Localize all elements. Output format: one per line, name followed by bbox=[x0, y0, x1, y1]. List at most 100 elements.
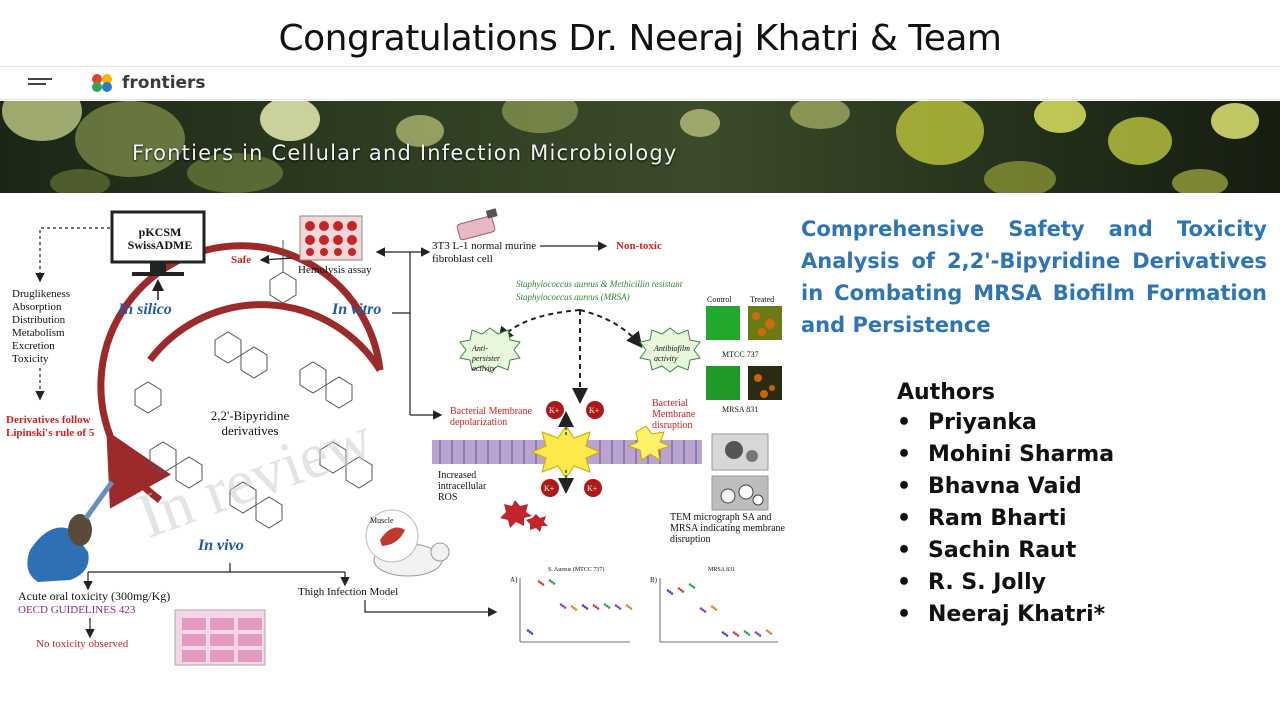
scatter-point bbox=[732, 631, 736, 634]
author-item: Sachin Raut bbox=[897, 535, 1114, 567]
scatter-point bbox=[721, 631, 725, 634]
graphical-abstract-drawing: In review bbox=[27, 208, 782, 666]
scatter-point bbox=[765, 629, 769, 632]
scatter-point bbox=[723, 632, 727, 636]
chart-a-title: S. Aureus (MTCC 737) bbox=[548, 567, 605, 573]
scatter-point bbox=[725, 634, 729, 637]
scatter-point bbox=[629, 607, 633, 610]
frontiers-wordmark: frontiers bbox=[122, 73, 206, 93]
menu-icon[interactable] bbox=[28, 78, 52, 90]
mrsa-831-label: MRSA 831 bbox=[722, 405, 759, 414]
hemolysis-label: Hemolysis assay bbox=[298, 264, 372, 276]
authors-heading: Authors bbox=[897, 380, 995, 405]
non-toxic-label: Non-toxic bbox=[616, 240, 662, 252]
thigh-model-label: Thigh Infection Model bbox=[298, 586, 399, 598]
scatter-point bbox=[710, 605, 714, 608]
scatter-point bbox=[537, 580, 541, 583]
scatter-point bbox=[745, 631, 749, 635]
scatter-point bbox=[541, 583, 545, 586]
scatter-point bbox=[677, 587, 681, 590]
treated-label: Treated bbox=[750, 295, 775, 304]
graphical-abstract: In review bbox=[0, 200, 800, 670]
scatter-point bbox=[583, 605, 587, 609]
scatter-point bbox=[585, 607, 589, 610]
scatter-point bbox=[550, 580, 554, 584]
scatter-point bbox=[607, 606, 611, 609]
disruption-label: Bacterial Membrane disruption bbox=[652, 398, 696, 431]
adme-list: Druglikeness Absorption Distribution Met… bbox=[12, 288, 71, 365]
scatter-point bbox=[703, 610, 707, 613]
scatter-point bbox=[690, 584, 694, 588]
antibiofilm-burst bbox=[639, 327, 701, 373]
control-micrograph-mrsa bbox=[706, 366, 740, 400]
mouse-icon bbox=[68, 514, 92, 546]
authors-section: Authors Priyanka Mohini Sharma Bhavna Va… bbox=[897, 380, 1114, 631]
treated-micrograph-mtcc bbox=[748, 306, 782, 340]
scatter-point bbox=[552, 582, 556, 585]
ros-label: Increased intracellular ROS bbox=[438, 470, 487, 503]
scatter-point bbox=[670, 592, 674, 595]
scatter-point bbox=[581, 604, 585, 607]
oecd-label: OECD GUIDELINES 423 bbox=[18, 604, 136, 616]
cell-line-label: 3T3 L-1 normal murine fibroblast cell bbox=[432, 240, 537, 265]
scatter-point bbox=[736, 634, 740, 637]
paper-title: Comprehensive Safety and Toxicity Analys… bbox=[801, 217, 1267, 337]
authors-list: Priyanka Mohini Sharma Bhavna Vaid Ram B… bbox=[897, 407, 1114, 631]
scatter-point bbox=[743, 630, 747, 633]
muscle-label: Muscle bbox=[370, 516, 394, 525]
author-item: Bhavna Vaid bbox=[897, 471, 1114, 503]
k-ion-label-1: K+ bbox=[549, 406, 560, 415]
monitor-text: pKCSM SwissADME bbox=[127, 225, 193, 252]
muscle-icon bbox=[380, 527, 405, 546]
safe-label: Safe bbox=[231, 254, 252, 266]
scatter-point bbox=[614, 604, 618, 607]
scatter-point bbox=[574, 608, 578, 611]
lipinski-label: Derivatives follow Lipinski's rule of 5 bbox=[6, 414, 95, 439]
scatter-point bbox=[767, 630, 771, 634]
syringe-icon bbox=[83, 480, 115, 520]
scatter-point bbox=[605, 604, 609, 608]
mtcc-label: MTCC 737 bbox=[722, 350, 759, 359]
k-ion-label-2: K+ bbox=[589, 406, 600, 415]
scatter-point bbox=[747, 633, 751, 636]
banner-journal-title: Frontiers in Cellular and Infection Micr… bbox=[132, 141, 678, 165]
scatter-point bbox=[692, 586, 696, 589]
tem-label: TEM micrograph SA and MRSA indicating me… bbox=[670, 512, 785, 545]
potassium-ions bbox=[541, 401, 604, 497]
antibiofilm-label: Antibiofilm activity bbox=[654, 344, 690, 363]
scatter-point bbox=[666, 589, 670, 592]
k-ion-label-4: K+ bbox=[587, 484, 598, 493]
disruption-burst bbox=[626, 425, 672, 462]
frontiers-brand[interactable]: frontiers bbox=[90, 73, 206, 93]
slide-title: Congratulations Dr. Neeraj Khatri & Team bbox=[278, 18, 1003, 59]
monitor-icon bbox=[110, 210, 206, 264]
scatter-point bbox=[625, 604, 629, 607]
scatter-point bbox=[688, 583, 692, 586]
label-in-vitro: In vitro bbox=[332, 301, 382, 318]
scatter-point bbox=[769, 632, 773, 635]
chart-b-title: MRSA 831 bbox=[708, 567, 736, 573]
scatter-point bbox=[570, 605, 574, 608]
chart-b-panel: B) bbox=[650, 576, 657, 584]
scatter-point bbox=[756, 632, 760, 636]
scatter-point bbox=[701, 608, 705, 612]
chart-b-axes bbox=[659, 578, 778, 643]
scatter-point bbox=[618, 607, 622, 610]
staph-label: Staphylococcus aureus & Methicillin resi… bbox=[516, 279, 683, 302]
scatter-point bbox=[530, 632, 534, 635]
banner-colonies-image bbox=[2, 101, 1259, 193]
scatter-point bbox=[563, 606, 567, 609]
scatter-point bbox=[714, 608, 718, 611]
frontiers-logo-icon bbox=[92, 74, 112, 92]
scatter-point bbox=[603, 603, 607, 606]
author-item: R. S. Jolly bbox=[897, 567, 1114, 599]
k-ion-label-3: K+ bbox=[544, 484, 555, 493]
anti-persister-label: Anti-persister activity bbox=[472, 344, 500, 373]
scatter-point bbox=[561, 604, 565, 608]
chart-a-panel: A) bbox=[510, 576, 518, 584]
flask-icon bbox=[456, 215, 496, 241]
author-item: Ram Bharti bbox=[897, 503, 1114, 535]
scatter-point bbox=[526, 629, 530, 632]
scatter-point bbox=[559, 603, 563, 606]
scatter-point bbox=[596, 607, 600, 610]
